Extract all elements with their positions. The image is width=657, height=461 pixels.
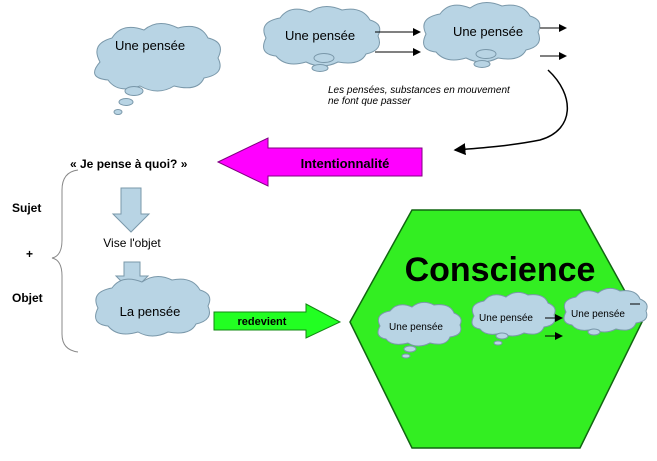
brace xyxy=(51,169,79,353)
sujet-label: Sujet xyxy=(12,201,41,215)
thought-2-label: Une pensée xyxy=(285,28,355,43)
thought-1-label: Une pensée xyxy=(115,38,185,53)
plus-label: + xyxy=(26,247,33,261)
thought-cloud-1: Une pensée xyxy=(94,23,221,115)
redevient-arrow: redevient xyxy=(213,303,342,339)
intentionnalite-label: Intentionnalité xyxy=(301,156,390,171)
inner-thought-2: Une pensée xyxy=(471,291,556,346)
passing-note-line-1: Les pensées, substances en mouvement xyxy=(328,85,511,96)
inner-thought-3-label: Une pensée xyxy=(571,309,625,320)
objet-label: Objet xyxy=(12,291,43,305)
inner-thought-1: Une pensée xyxy=(377,301,462,359)
redevient-label: redevient xyxy=(238,316,287,328)
flow-arrows-right xyxy=(540,24,567,60)
inner-thought-2-label: Une pensée xyxy=(479,313,533,324)
la-pensee-cloud: La pensée xyxy=(95,276,211,337)
inner-thought-3: Une pensée xyxy=(563,287,648,336)
vise-objet-label: Vise l'objet xyxy=(103,236,161,250)
intentionnalite-arrow: Intentionnalité xyxy=(216,137,423,187)
inner-thought-1-label: Une pensée xyxy=(389,322,443,333)
question-text: « Je pense à quoi? » xyxy=(70,157,188,171)
thought-cloud-2: Une pensée xyxy=(263,6,381,72)
curved-arrow xyxy=(453,69,569,156)
conscience-hexagon: Conscience Une pensée Une pensée Une pen… xyxy=(349,209,648,449)
passing-note-line-2: ne font que passer xyxy=(328,96,412,107)
thought-3-label: Une pensée xyxy=(453,24,523,39)
down-arrow-1 xyxy=(111,187,151,233)
thought-cloud-3: Une pensée xyxy=(423,2,541,68)
conscience-title: Conscience xyxy=(405,251,596,289)
la-pensee-label: La pensée xyxy=(120,304,181,319)
flow-arrows-top xyxy=(375,28,421,56)
